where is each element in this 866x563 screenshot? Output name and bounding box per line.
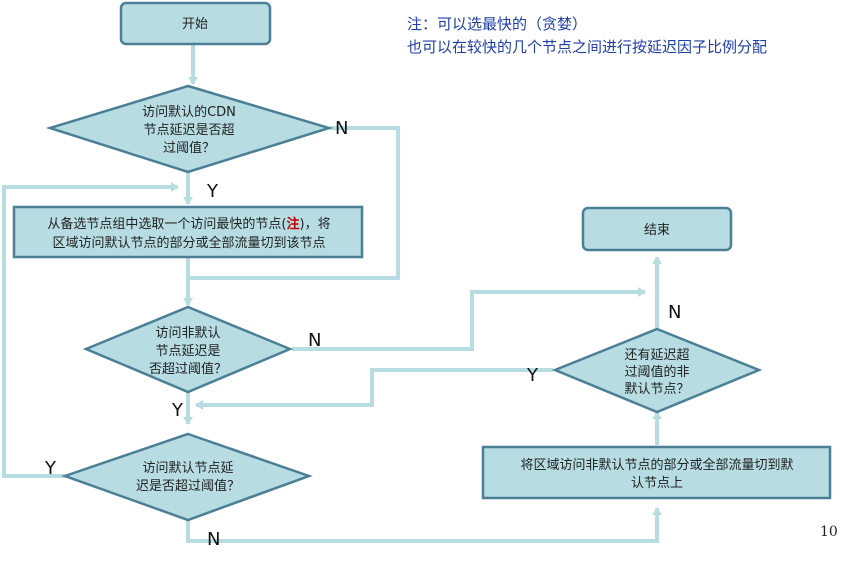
svg-text:还有延迟超: 还有延迟超: [624, 348, 689, 363]
check-other-non-default-decision: 还有延迟超 过阈值的非 默认节点？: [551, 327, 763, 414]
end-node: 结束: [581, 206, 733, 252]
switch-back-to-default-step: 将区域访问非默认节点的部分或全部流量切到默 认节点上: [481, 445, 832, 500]
edge-check-non-default-no: [292, 287, 646, 351]
label-n1: N: [335, 118, 348, 139]
connectors: [2, 45, 662, 543]
check-non-default-decision: 访问非默认 节点延迟是 否超过阈值？: [82, 305, 294, 394]
label-y4: Y: [526, 365, 539, 386]
svg-text:将区域访问非默认节点的部分或全部流量切到默: 将区域访问非默认节点的部分或全部流量切到默: [520, 457, 793, 473]
svg-text:访问非默认: 访问非默认: [155, 325, 220, 341]
edge-check-other-yes: [195, 368, 553, 410]
svg-text:开始: 开始: [182, 17, 208, 32]
page-number: 10: [820, 524, 838, 540]
label-y2: Y: [171, 400, 184, 421]
label-y1: Y: [206, 181, 219, 202]
svg-text:访问默认的CDN: 访问默认的CDN: [142, 104, 236, 120]
label-y3: Y: [44, 458, 57, 479]
svg-text:过阈值？: 过阈值？: [163, 140, 215, 156]
label-n4: N: [668, 302, 681, 323]
switch-to-fastest-node-step: 从备选节点组中选取一个访问最快的节点(注)，将 区域访问默认节点的部分或全部流量…: [12, 205, 364, 259]
svg-text:过阈值的非: 过阈值的非: [624, 364, 689, 380]
edge-check-default-cdn-no: [188, 126, 400, 280]
note-line-1: 注：可以选最快的（贪婪）: [407, 15, 587, 33]
note-line-2: 也可以在较快的几个节点之间进行按延迟因子比例分配: [407, 38, 767, 56]
svg-text:节点延迟是: 节点延迟是: [155, 344, 220, 359]
svg-text:认节点上: 认节点上: [631, 476, 683, 491]
edge-labels: N Y N Y Y N N Y: [44, 118, 681, 550]
svg-text:节点延迟是否超: 节点延迟是否超: [143, 123, 234, 138]
svg-text:区域访问默认节点的部分或全部流量切到该节点: 区域访问默认节点的部分或全部流量切到该节点: [52, 235, 325, 251]
note-marker: 注: [286, 216, 299, 232]
note-block: 注：可以选最快的（贪婪） 也可以在较快的几个节点之间进行按延迟因子比例分配: [407, 15, 767, 56]
start-node: 开始: [119, 1, 272, 46]
label-n2: N: [308, 330, 321, 351]
label-n3: N: [207, 529, 220, 550]
svg-text:否超过阈值？: 否超过阈值？: [149, 361, 227, 377]
svg-text:从备选节点组中选取一个访问最快的节点(注)，将: 从备选节点组中选取一个访问最快的节点(注)，将: [47, 216, 330, 232]
svg-text:结束: 结束: [644, 223, 670, 238]
edge-check-default-again-yes: [2, 182, 179, 478]
svg-text:迟是否超过阈值？: 迟是否超过阈值？: [136, 478, 240, 494]
check-default-cdn-decision: 访问默认的CDN 节点延迟是否超 过阈值？: [45, 84, 334, 174]
edge-check-default-again-no: [186, 507, 662, 543]
svg-text:访问默认节点延: 访问默认节点延: [142, 460, 233, 476]
svg-text:默认节点？: 默认节点？: [624, 381, 689, 397]
check-default-again-decision: 访问默认节点延 迟是否超过阈值？: [61, 432, 313, 522]
